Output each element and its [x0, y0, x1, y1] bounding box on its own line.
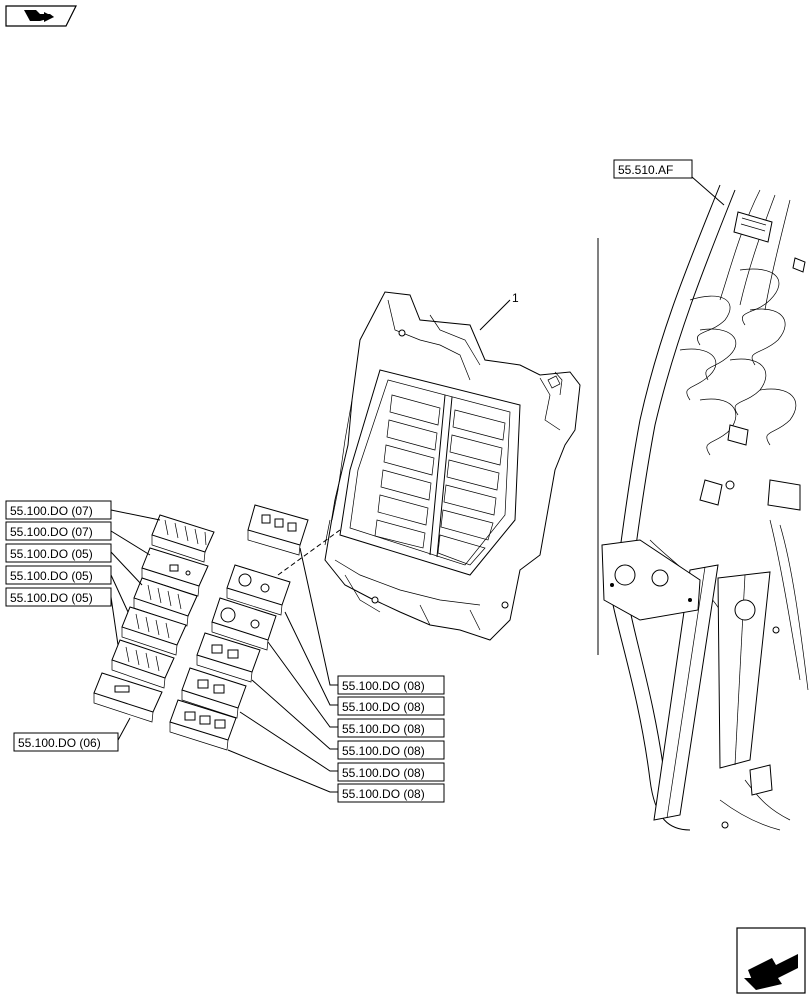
fuse-block[interactable] [151, 514, 215, 563]
callout-bottom-left[interactable]: 55.100.DO (06) [13, 732, 119, 752]
fuse-block[interactable] [111, 639, 175, 689]
svg-text:55.100.DO (08): 55.100.DO (08) [342, 787, 425, 801]
svg-text:55.100.DO (08): 55.100.DO (08) [342, 700, 425, 714]
fuse-block[interactable] [247, 504, 309, 556]
svg-text:55.100.DO (05): 55.100.DO (05) [10, 547, 93, 561]
callout-left-2[interactable]: 55.100.DO (07) [5, 521, 112, 541]
svg-text:55.100.DO (07): 55.100.DO (07) [10, 525, 93, 539]
svg-text:55.100.DO (05): 55.100.DO (05) [10, 569, 93, 583]
callout-right-4[interactable]: 55.100.DO (08) [337, 740, 445, 760]
fuse-block[interactable] [196, 632, 261, 683]
fuse-block[interactable] [121, 606, 187, 656]
svg-text:55.510.AF: 55.510.AF [618, 163, 673, 177]
leader-item-1 [479, 299, 511, 331]
svg-text:55.100.DO (05): 55.100.DO (05) [10, 591, 93, 605]
fuse-block-group-left [93, 514, 215, 723]
callout-right-3[interactable]: 55.100.DO (08) [337, 718, 445, 738]
callout-left-5[interactable]: 55.100.DO (05) [5, 587, 112, 607]
callout-left-1[interactable]: 55.100.DO (07) [5, 500, 112, 520]
fuse-block[interactable] [226, 564, 291, 616]
assembly-line [277, 529, 341, 576]
fuse-block[interactable] [181, 667, 247, 719]
wiring-harness [601, 184, 809, 831]
navigation-arrow-icon[interactable] [736, 927, 806, 994]
svg-text:55.100.DO (07): 55.100.DO (07) [10, 504, 93, 518]
book-arrow-icon[interactable] [5, 5, 77, 27]
svg-text:55.100.DO (08): 55.100.DO (08) [342, 766, 425, 780]
fuse-block[interactable] [93, 672, 163, 723]
svg-text:55.100.DO (08): 55.100.DO (08) [342, 722, 425, 736]
callout-right-1[interactable]: 55.100.DO (08) [337, 675, 445, 695]
fuse-block[interactable] [211, 597, 277, 651]
callout-right-2[interactable]: 55.100.DO (08) [337, 696, 445, 716]
leader-lines [110, 176, 725, 793]
callout-55-510-af[interactable]: 55.510.AF [613, 159, 693, 179]
callout-right-6[interactable]: 55.100.DO (08) [337, 783, 445, 803]
svg-text:55.100.DO (08): 55.100.DO (08) [342, 744, 425, 758]
callout-left-3[interactable]: 55.100.DO (05) [5, 543, 112, 563]
callout-right-5[interactable]: 55.100.DO (08) [337, 762, 445, 782]
fuse-block-group-middle [169, 504, 309, 751]
callout-left-4[interactable]: 55.100.DO (05) [5, 565, 112, 585]
svg-text:55.100.DO (06): 55.100.DO (06) [18, 736, 101, 750]
fuse-box-housing [324, 291, 581, 641]
fuse-block[interactable] [169, 699, 237, 751]
item-number-label: 1 [512, 291, 519, 305]
svg-text:55.100.DO (08): 55.100.DO (08) [342, 679, 425, 693]
